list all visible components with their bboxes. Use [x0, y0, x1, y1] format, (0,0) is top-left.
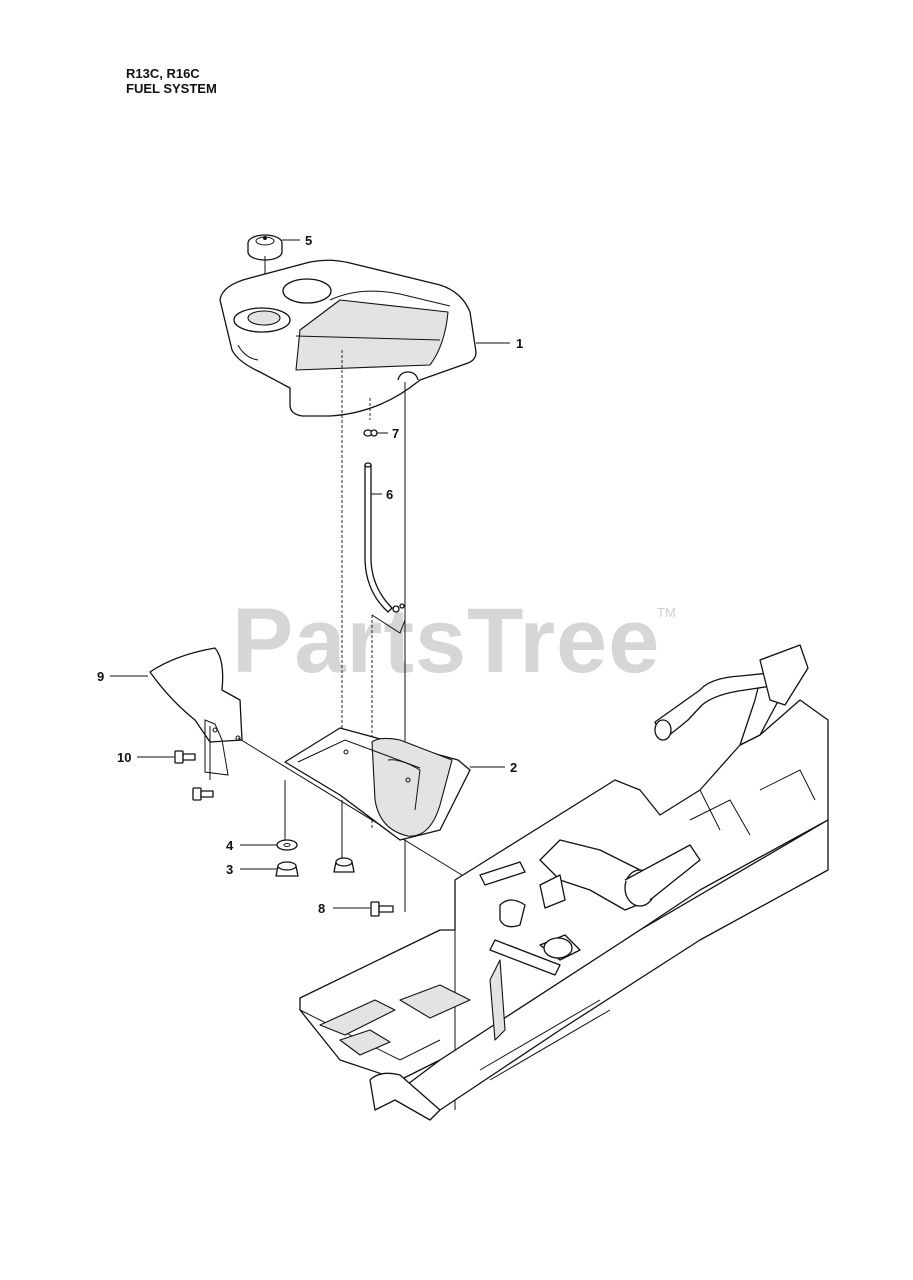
- screw-top[interactable]: [174, 750, 196, 764]
- fuel-cap[interactable]: [247, 234, 283, 261]
- bracket-guide-line: [237, 737, 471, 881]
- callout-9[interactable]: 9: [97, 669, 104, 684]
- callout-3[interactable]: 3: [226, 862, 233, 877]
- callout-10[interactable]: 10: [117, 750, 131, 765]
- callout-6[interactable]: 6: [386, 487, 393, 502]
- watermark-trademark: TM: [657, 605, 676, 620]
- callout-1[interactable]: 1: [516, 336, 523, 351]
- callout-2[interactable]: 2: [510, 760, 517, 775]
- section-name: FUEL SYSTEM: [126, 81, 217, 96]
- diagram-title: R13C, R16C FUEL SYSTEM: [126, 66, 217, 96]
- model-numbers: R13C, R16C: [126, 66, 200, 81]
- callout-7[interactable]: 7: [392, 426, 399, 441]
- bolt[interactable]: [370, 901, 394, 917]
- nut-right[interactable]: [333, 857, 355, 873]
- hose-clamp[interactable]: [363, 429, 378, 437]
- callout-5[interactable]: 5: [305, 233, 312, 248]
- washer[interactable]: [276, 839, 298, 851]
- fuel-tank[interactable]: [219, 259, 477, 417]
- chassis-frame: [299, 644, 829, 1121]
- nut-left[interactable]: [275, 861, 299, 877]
- watermark-text: PartsTree: [232, 590, 660, 692]
- tank-bracket-shield[interactable]: [149, 647, 243, 776]
- tank-support-plate[interactable]: [284, 727, 471, 841]
- callout-4[interactable]: 4: [226, 838, 234, 853]
- screw-bottom[interactable]: [192, 787, 214, 801]
- callout-8[interactable]: 8: [318, 901, 325, 916]
- fuel-hose[interactable]: [364, 462, 406, 634]
